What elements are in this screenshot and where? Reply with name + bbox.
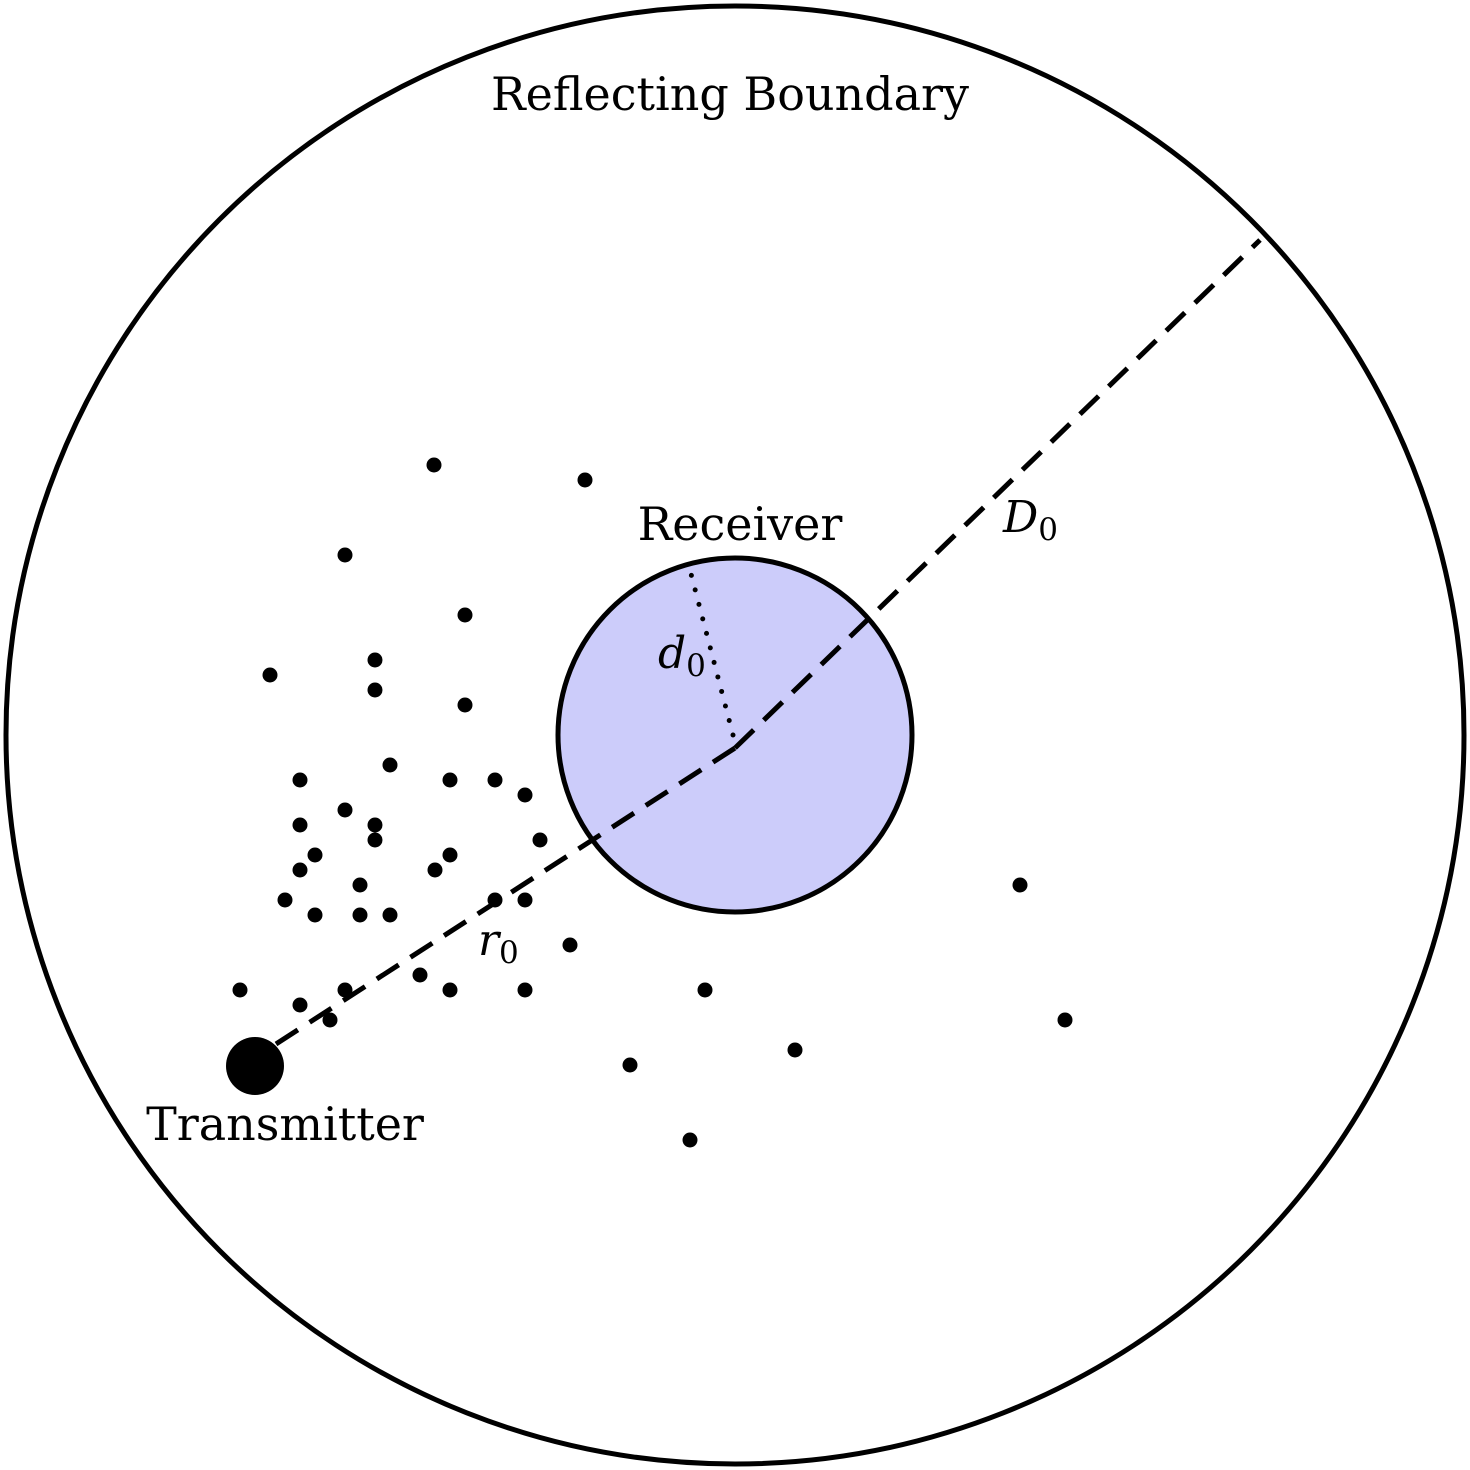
molecule-dot: [367, 832, 383, 848]
molecule-dot: [442, 982, 458, 998]
molecule-dot: [562, 937, 578, 953]
d0-subscript: 0: [686, 648, 706, 684]
molecule-dot: [307, 907, 323, 923]
boundary-label: Reflecting Boundary: [491, 67, 969, 121]
molecule-dot: [517, 982, 533, 998]
receiver-label: Receiver: [638, 497, 843, 551]
D0-symbol: D: [1002, 492, 1038, 543]
molecule-dot: [787, 1042, 803, 1058]
molecule-dot: [622, 1057, 638, 1073]
molecule-dot: [457, 697, 473, 713]
molecule-dot: [337, 547, 353, 563]
molecule-dot: [367, 817, 383, 833]
molecule-dot: [517, 787, 533, 803]
D0-distance-line: [733, 238, 1262, 750]
d0-symbol: d: [658, 628, 686, 679]
molecule-dot: [1057, 1012, 1073, 1028]
molecule-dot: [427, 862, 443, 878]
D0-subscript: 0: [1038, 512, 1058, 548]
r0-subscript: 0: [499, 935, 519, 971]
molecule-dot: [382, 757, 398, 773]
molecule-dot: [277, 892, 293, 908]
molecule-dot: [442, 772, 458, 788]
molecule-dot: [412, 967, 428, 983]
molecule-dot: [697, 982, 713, 998]
D0-label: D0: [1002, 492, 1058, 548]
transmitter-label: Transmitter: [146, 1097, 424, 1151]
molecule-dot: [532, 832, 548, 848]
r0-label: r0: [478, 915, 519, 971]
molecule-dot: [292, 862, 308, 878]
molecule-dot: [352, 877, 368, 893]
r0-symbol: r: [478, 915, 502, 966]
molecule-dot: [517, 892, 533, 908]
molecule-dot: [292, 817, 308, 833]
molecule-group: [232, 457, 1073, 1148]
molecule-dot: [352, 907, 368, 923]
molecule-dot: [487, 892, 503, 908]
molecule-dot: [382, 907, 398, 923]
reflecting-boundary: [3, 3, 1467, 1467]
molecule-dot: [457, 607, 473, 623]
molecule-dot: [232, 982, 248, 998]
molecule-dot: [307, 847, 323, 863]
molecule-dot: [426, 457, 442, 473]
r0-distance-line: [274, 745, 737, 1047]
transmitter-point: [226, 1037, 284, 1095]
molecule-dot: [367, 652, 383, 668]
molecule-dot: [487, 772, 503, 788]
molecule-dot: [682, 1132, 698, 1148]
molecule-dot: [337, 982, 353, 998]
molecule-dot: [337, 802, 353, 818]
molecule-dot: [367, 682, 383, 698]
molecule-dot: [262, 667, 278, 683]
d0-label: d0: [658, 628, 706, 684]
molecule-dot: [292, 997, 308, 1013]
d0-radius-line: [687, 567, 736, 738]
molecule-dot: [442, 847, 458, 863]
molecule-dot: [577, 472, 593, 488]
molecule-dot: [322, 1012, 338, 1028]
molecule-dot: [292, 772, 308, 788]
molecule-dot: [1012, 877, 1028, 893]
